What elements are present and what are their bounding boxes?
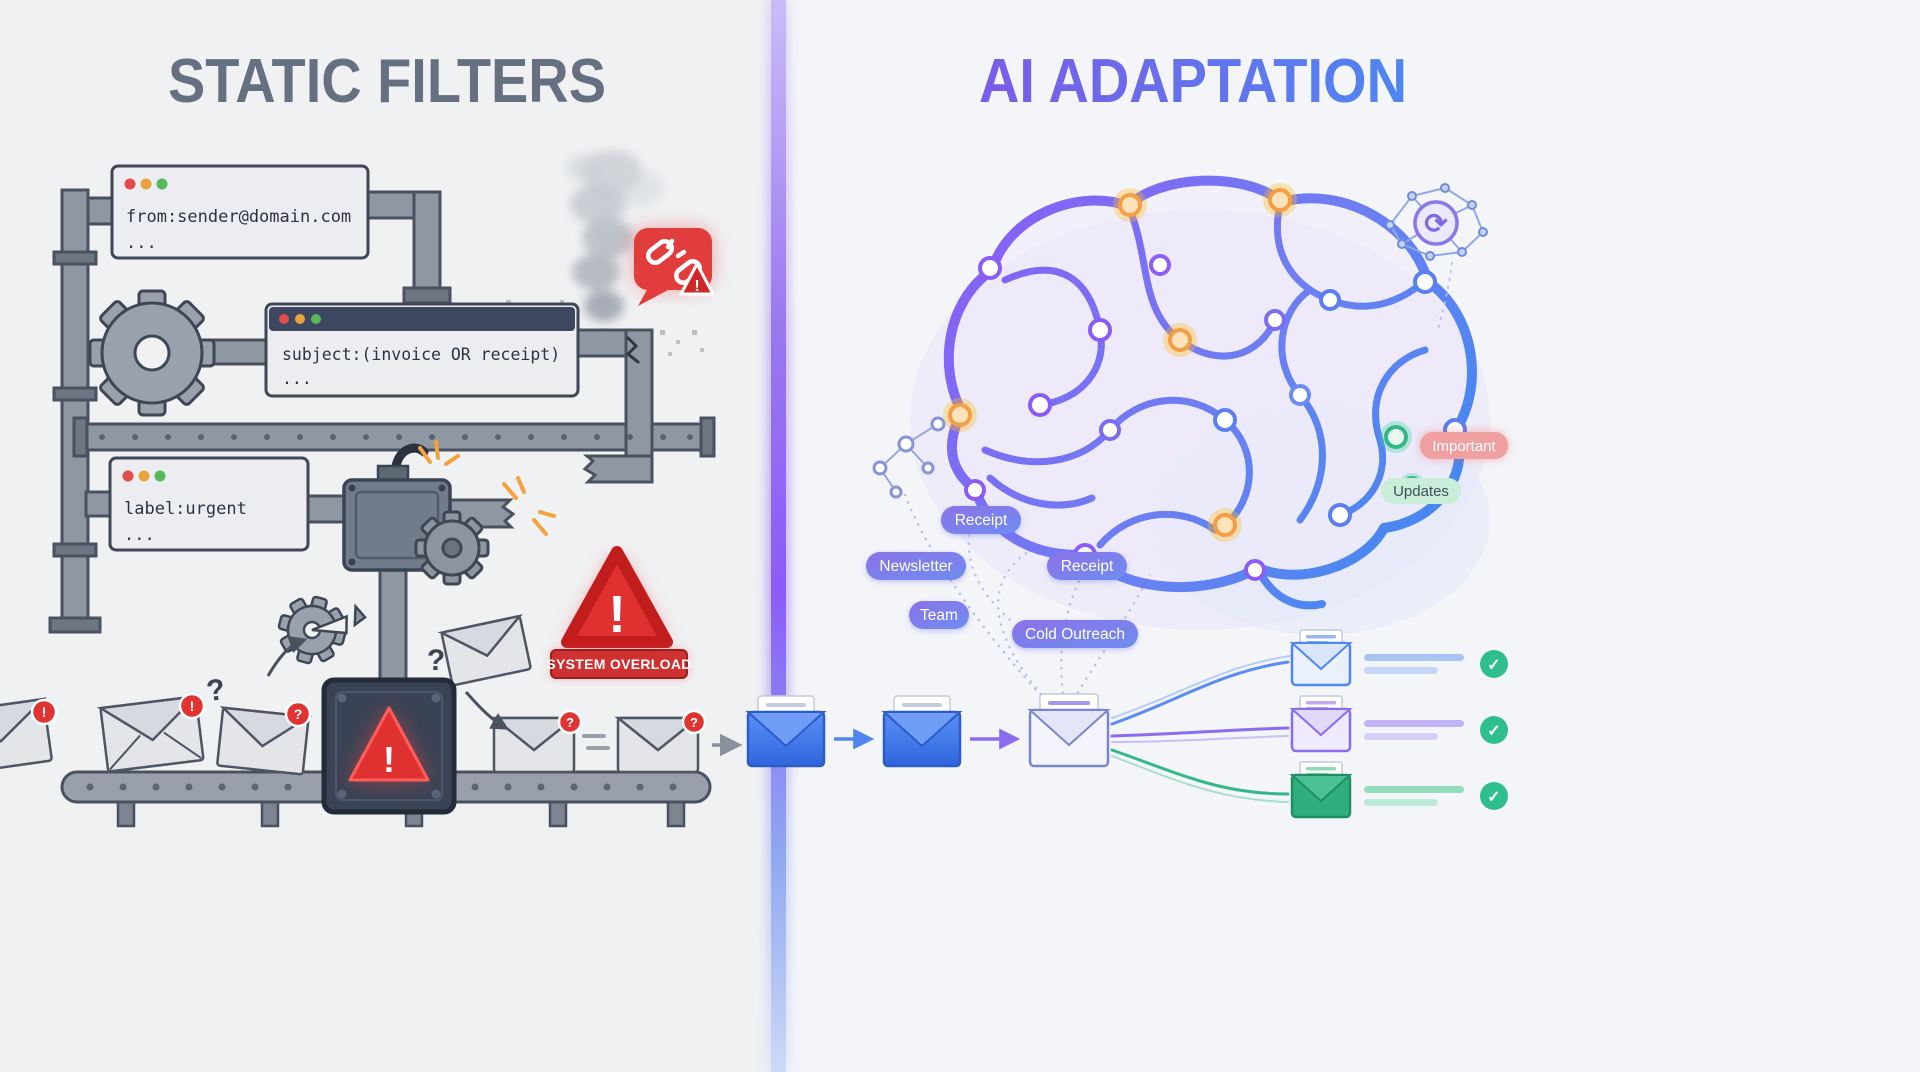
svg-text:!: ! bbox=[190, 698, 195, 714]
right-title: AI ADAPTATION bbox=[979, 47, 1407, 116]
question-badge: ? bbox=[284, 700, 312, 728]
envelope-icon bbox=[490, 716, 578, 774]
svg-text:✓: ✓ bbox=[1487, 657, 1500, 674]
filter-rule-box-2: subject:(invoice OR receipt) ... bbox=[264, 302, 580, 398]
email-icon-incoming bbox=[745, 695, 827, 768]
window-dot-red bbox=[122, 470, 134, 482]
sorted-email-row-important: ✓ bbox=[1289, 629, 1508, 687]
filter-rule-more-2: ... bbox=[282, 369, 312, 388]
question-mark: ? bbox=[204, 673, 227, 708]
sorted-email-row-updates: ✓ bbox=[1289, 695, 1508, 753]
window-dot-red bbox=[124, 178, 136, 190]
pipe-crack bbox=[625, 336, 640, 364]
exclamation-mark: ! bbox=[383, 739, 395, 780]
category-pill-team: Team bbox=[909, 601, 969, 629]
window-dot-red bbox=[279, 314, 289, 324]
envelope-icon bbox=[0, 697, 53, 775]
window-dot-yellow bbox=[140, 178, 152, 190]
warning-triangle-icon bbox=[348, 706, 430, 782]
svg-text:?: ? bbox=[566, 715, 574, 730]
svg-text:!: ! bbox=[42, 704, 47, 720]
check-icon bbox=[1480, 782, 1508, 810]
category-pill-newsletter: Newsletter bbox=[866, 552, 966, 580]
sorted-email-row-archive: ✓ bbox=[1289, 761, 1508, 819]
svg-text:✓: ✓ bbox=[1487, 789, 1500, 806]
filter-rule-text-1: from:sender@domain.com bbox=[126, 207, 351, 227]
svg-text:✓: ✓ bbox=[1487, 723, 1500, 740]
check-icon bbox=[1480, 716, 1508, 744]
gear-icon bbox=[88, 289, 216, 417]
smoke-icon bbox=[566, 150, 664, 322]
dotted-trails bbox=[903, 493, 1152, 707]
broken-link-alert: ! bbox=[634, 228, 715, 306]
svg-text:Cold Outreach: Cold Outreach bbox=[1025, 626, 1125, 643]
window-dot-yellow bbox=[138, 470, 150, 482]
brain-node-highlight bbox=[943, 183, 1297, 542]
filter-rule-box-1: from:sender@domain.com ... bbox=[110, 164, 370, 260]
svg-text:?: ? bbox=[690, 715, 698, 730]
svg-text:Team: Team bbox=[920, 607, 958, 624]
window-dot-green bbox=[154, 470, 166, 482]
gear-icon bbox=[414, 510, 490, 586]
motion-dashes bbox=[582, 734, 610, 750]
error-badge: ! bbox=[30, 698, 58, 726]
svg-text:!: ! bbox=[694, 278, 699, 295]
mini-network bbox=[872, 416, 946, 499]
inspection-box: ! bbox=[321, 677, 457, 815]
svg-text:Receipt: Receipt bbox=[1061, 558, 1114, 575]
warning-triangle-icon: ! bbox=[561, 546, 673, 648]
curved-arrow bbox=[464, 691, 510, 730]
left-title: STATIC FILTERS bbox=[168, 47, 606, 116]
system-overload-label: SYSTEM OVERLOAD bbox=[546, 656, 691, 672]
category-pill-cold-outreach: Cold Outreach bbox=[1012, 620, 1138, 648]
window-dot-green bbox=[156, 178, 168, 190]
tag-important: Important bbox=[1420, 432, 1508, 459]
filter-rule-more-3: ... bbox=[124, 525, 155, 545]
svg-text:Receipt: Receipt bbox=[955, 512, 1008, 529]
rail-bolts bbox=[99, 434, 693, 440]
question-badge: ? bbox=[681, 709, 707, 735]
curved-arrow bbox=[266, 636, 308, 677]
svg-text:Newsletter: Newsletter bbox=[879, 558, 952, 575]
tag-updates: Updates bbox=[1381, 478, 1461, 504]
routing-curves bbox=[1110, 655, 1291, 803]
check-icon bbox=[1480, 650, 1508, 678]
envelope-icon bbox=[437, 614, 532, 687]
static-filters-panel: STATIC FILTERS bbox=[0, 47, 743, 828]
email-icon-processing bbox=[881, 695, 963, 768]
mini-warning-triangle-icon: ! bbox=[679, 262, 715, 296]
envelope-icon bbox=[96, 694, 205, 773]
category-pill-receipt-2: Receipt bbox=[1047, 552, 1127, 580]
error-badge: ! bbox=[178, 692, 206, 720]
filter-rule-text-2: subject:(invoice OR receipt) bbox=[282, 345, 560, 364]
window-dot-green bbox=[311, 314, 321, 324]
adaptive-network: ⟳ bbox=[1385, 183, 1488, 331]
conveyor-bolts bbox=[86, 783, 677, 791]
email-icon-analyzed bbox=[1027, 693, 1111, 768]
window-dot-yellow bbox=[295, 314, 305, 324]
filter-rule-text-3: label:urgent bbox=[124, 499, 247, 519]
question-badge: ? bbox=[557, 709, 583, 735]
refresh-icon: ⟳ bbox=[1424, 208, 1448, 239]
svg-text:Updates: Updates bbox=[1393, 483, 1449, 500]
svg-text:Important: Important bbox=[1432, 438, 1496, 455]
brain-network bbox=[943, 175, 1477, 610]
category-pill-receipt-1: Receipt bbox=[941, 506, 1021, 534]
divider bbox=[771, 0, 786, 1072]
filter-rule-box-3: label:urgent ... bbox=[108, 456, 310, 552]
exclamation-mark: ! bbox=[608, 586, 625, 644]
question-mark: ? bbox=[427, 644, 445, 677]
ai-adaptation-panel: AI ADAPTATION bbox=[745, 47, 1508, 819]
spark-icon bbox=[418, 440, 556, 536]
system-overload-badge: SYSTEM OVERLOAD bbox=[546, 649, 691, 679]
filter-rule-more-1: ... bbox=[126, 233, 157, 253]
envelope-icon bbox=[614, 716, 702, 774]
svg-text:?: ? bbox=[294, 706, 303, 722]
envelope-icon bbox=[216, 706, 313, 776]
